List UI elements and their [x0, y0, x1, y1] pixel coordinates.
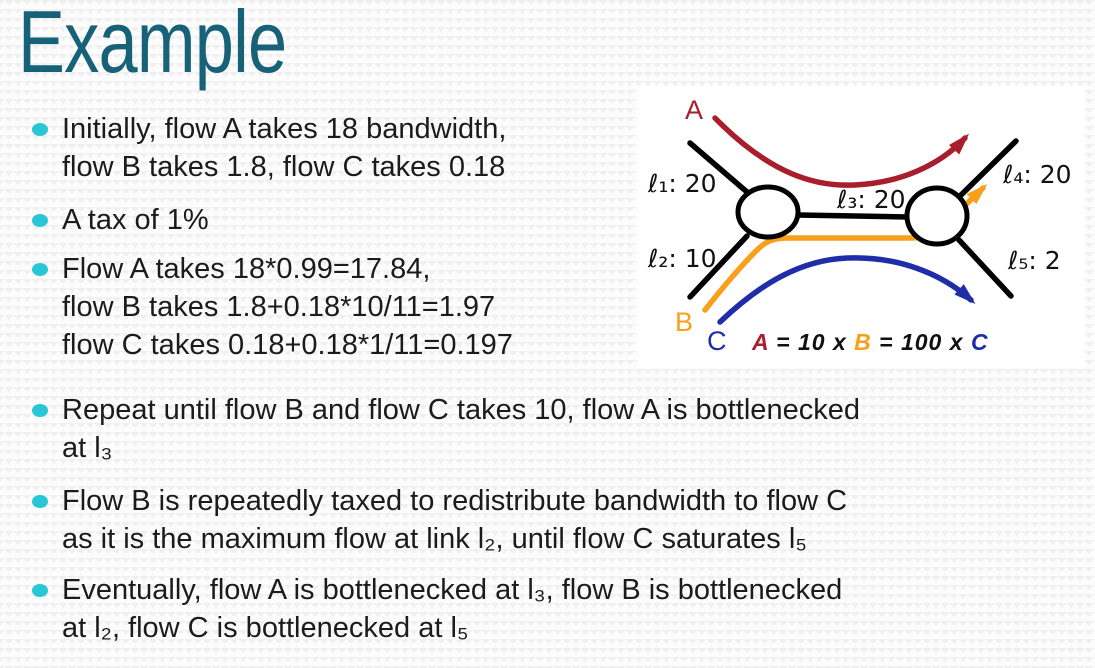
bullet-dot-icon: [32, 495, 48, 508]
flow-c-path: [717, 255, 976, 325]
link-l3-line: [795, 212, 911, 220]
bullet-text-line: A tax of 1%: [62, 204, 209, 236]
link-l2-label: ℓ₂: 10: [647, 244, 717, 273]
flow-c-label: C: [707, 326, 727, 356]
bullet-text-line: Flow A takes 18*0.99=17.84,: [62, 253, 431, 285]
bullet-item-3: Flow A takes 18*0.99=17.84, flow B takes…: [30, 250, 513, 364]
bullet-item-4: Repeat until flow B and flow C takes 10,…: [30, 391, 860, 467]
bullet-text-line: Eventually, flow A is bottlenecked at l₃…: [62, 574, 843, 606]
flow-a-path: [712, 115, 970, 188]
link-l4-label: ℓ₄: 20: [1002, 160, 1072, 189]
bullet-text-line: Flow B is repeatedly taxed to redistribu…: [62, 485, 848, 517]
link-l1-line: [687, 140, 750, 195]
link-l2-line: [687, 233, 750, 300]
bullet-dot-icon: [32, 214, 48, 227]
network-diagram: ℓ₁: 20 ℓ₂: 10 ℓ₃: 20 ℓ₄: 20 ℓ₅: 2 A B C …: [647, 95, 1072, 356]
caption-eq2: = 100 x: [872, 329, 971, 355]
link-l5-line: [956, 237, 1014, 299]
bullet-text-line: as it is the maximum flow at link l₂, un…: [62, 523, 807, 555]
slide-title: Example: [18, 0, 287, 91]
link-l1-label: ℓ₁: 20: [647, 169, 717, 198]
flow-a-label: A: [685, 95, 703, 125]
caption-c: C: [971, 329, 989, 355]
bullet-text-line: at l₃: [62, 432, 113, 464]
bullet-text-line: Repeat until flow B and flow C takes 10,…: [62, 394, 860, 426]
bullet-dot-icon: [32, 263, 48, 276]
flow-b-label: B: [675, 307, 693, 337]
bullet-dot-icon: [32, 584, 48, 597]
bullet-item-5: Flow B is repeatedly taxed to redistribu…: [30, 482, 847, 558]
bullet-text-line: flow C takes 0.18+0.18*1/11=0.197: [62, 329, 513, 361]
network-diagram-panel: ℓ₁: 20 ℓ₂: 10 ℓ₃: 20 ℓ₄: 20 ℓ₅: 2 A B C …: [637, 86, 1084, 368]
caption-a: A: [751, 329, 769, 355]
link-l3-label: ℓ₃: 20: [836, 185, 906, 214]
bullet-text-line: Initially, flow A takes 18 bandwidth,: [62, 113, 507, 145]
diagram-caption: A = 10 x B = 100 x C: [751, 329, 989, 355]
node-right-circle: [904, 185, 970, 247]
bullet-text-line: at l₂, flow C is bottlenecked at l₅: [62, 612, 469, 644]
bullet-item-1: Initially, flow A takes 18 bandwidth, fl…: [30, 110, 506, 186]
caption-b: B: [854, 329, 872, 355]
link-l5-label: ℓ₅: 2: [1007, 246, 1061, 275]
bullet-dot-icon: [32, 123, 48, 136]
bullet-text-line: flow B takes 1.8+0.18*10/11=1.97: [62, 291, 496, 323]
bullet-dot-icon: [32, 404, 48, 417]
bullet-item-2: A tax of 1%: [30, 201, 209, 239]
caption-eq1: = 10 x: [769, 329, 854, 355]
bullet-item-6: Eventually, flow A is bottlenecked at l₃…: [30, 571, 842, 647]
node-left-circle: [735, 184, 801, 240]
bullet-text-line: flow B takes 1.8, flow C takes 0.18: [62, 151, 506, 183]
